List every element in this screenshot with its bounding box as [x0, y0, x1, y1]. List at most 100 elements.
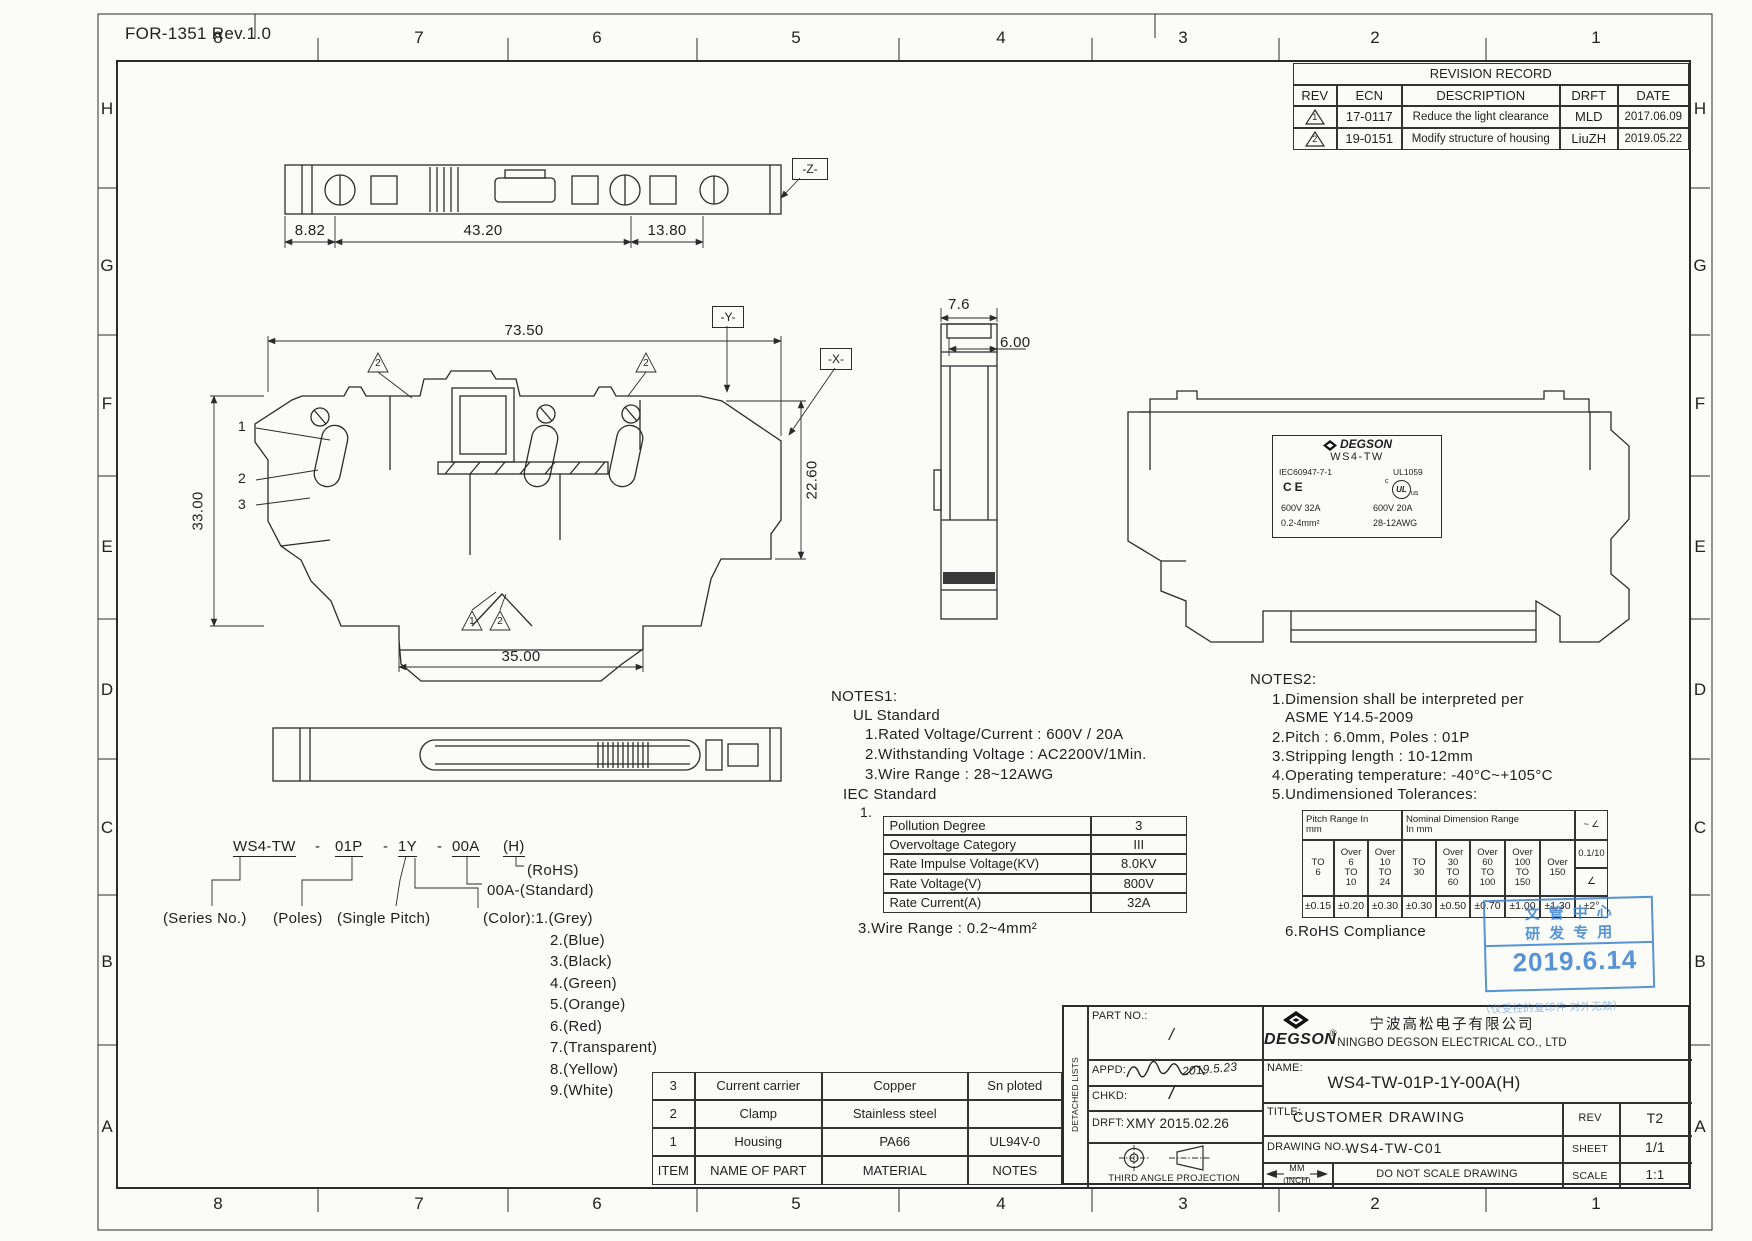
- scale-label: SCALE: [1572, 1170, 1608, 1182]
- revision-row-1-drft: MLD: [1559, 105, 1618, 128]
- zone-col-bot-4: 4: [996, 1194, 1006, 1213]
- zone-row-right-d: D: [1693, 680, 1707, 699]
- product-marking-label: DEGSON WS4-TW IEC60947-7-1 UL1059 CE c U…: [1272, 435, 1442, 538]
- zone-col-top-8: 8: [213, 28, 223, 47]
- revision-record-table: REVISION RECORD REV ECN DESCRIPTION DRFT…: [1292, 62, 1689, 150]
- datum-y-flag: -Y-: [712, 306, 744, 328]
- iec-row-current: Rate Current(A): [882, 892, 1091, 913]
- mat-row3-item: 3: [651, 1071, 695, 1100]
- part-code-rohs-label: (RoHS): [527, 862, 579, 879]
- iec-row-pollution: Pollution Degree: [882, 815, 1091, 835]
- appd-signature-icon: [1126, 1060, 1205, 1078]
- tolerance-table: Pitch Range In mm Nominal Dimension Rang…: [1302, 810, 1608, 918]
- mat-row1-mat: PA66: [821, 1127, 968, 1156]
- notes1-iec-heading: IEC Standard: [843, 786, 937, 803]
- mat-row3-name: Current carrier: [694, 1071, 822, 1100]
- zone-col-top-1: 1: [1591, 28, 1601, 47]
- tol-nom-val-2: ±0.50: [1436, 896, 1470, 918]
- title-value: CUSTOMER DRAWING: [1292, 1110, 1466, 1126]
- notes1-ul-heading: UL Standard: [853, 707, 940, 724]
- ul-mark-c: c: [1385, 478, 1389, 485]
- label-color: (Color):1.(Grey): [483, 910, 593, 927]
- dim-7-6: 7.6: [948, 296, 970, 313]
- zone-col-top-4: 4: [996, 28, 1006, 47]
- zone-row-left-g: G: [100, 256, 114, 275]
- drawing-no-label: DRAWING NO.:: [1267, 1141, 1348, 1153]
- color-option-4: 4.(Green): [550, 975, 617, 992]
- color-option-6: 6.(Red): [550, 1018, 603, 1035]
- notes1-iec-item-no: 1.: [860, 804, 873, 820]
- ul-mark-us: us: [1411, 490, 1419, 497]
- iec-row-impulse: Rate Impulse Voltage(KV): [882, 853, 1091, 874]
- no-scale-note: DO NOT SCALE DRAWING: [1376, 1168, 1518, 1180]
- profile-view-outline: [1127, 390, 1630, 643]
- notes1-title: NOTES1:: [831, 688, 898, 705]
- tol-angle-symbol: ∠: [1575, 868, 1608, 896]
- rev-flag-2a: 2: [375, 358, 381, 369]
- part-code-tree-lines: [211, 855, 524, 908]
- drft-label: DRFT:: [1092, 1117, 1125, 1129]
- ce-mark-icon: CE: [1283, 480, 1306, 494]
- sheet-value: 1/1: [1644, 1139, 1666, 1155]
- ul-mark-icon: UL: [1392, 480, 1411, 499]
- color-option-3: 3.(Black): [550, 953, 612, 970]
- iec-val-impulse: 8.0KV: [1090, 853, 1187, 874]
- form-number: FOR-1351 Rev.1.0: [125, 24, 272, 43]
- part-code-rohs: (H): [503, 838, 525, 857]
- appd-label: APPD:: [1092, 1064, 1127, 1076]
- zone-row-right-f: F: [1694, 394, 1706, 413]
- degson-diamond-icon: [1323, 440, 1337, 451]
- balloon-1: 1: [238, 418, 247, 434]
- notes2-line-4: 3.Stripping length : 10-12mm: [1272, 748, 1474, 765]
- color-option-9: 9.(White): [550, 1082, 614, 1099]
- stamp-date: 2019.6.14: [1512, 944, 1638, 978]
- zone-row-left-a: A: [101, 1117, 113, 1136]
- tol-flatness: 0.1/10: [1575, 840, 1608, 868]
- name-label: NAME:: [1267, 1062, 1303, 1074]
- tol-pitch-val-3: ±0.30: [1368, 896, 1402, 918]
- tol-pitch-col-3: Over 10 TO 24: [1368, 840, 1402, 896]
- iec-row-voltage: Rate Voltage(V): [882, 873, 1091, 893]
- zone-col-bot-8: 8: [213, 1194, 223, 1213]
- tol-nom-val-1: ±0.30: [1402, 896, 1436, 918]
- revision-row-1-ecn: 17-0117: [1336, 105, 1402, 128]
- degson-registered-mark: ®: [1330, 1028, 1337, 1038]
- dim-13-80: 13.80: [647, 222, 687, 239]
- zone-col-top-2: 2: [1370, 28, 1380, 47]
- rev-flag-2b: 2: [643, 358, 649, 369]
- units-mm: MM: [1289, 1163, 1305, 1173]
- mat-header-note: NOTES: [967, 1155, 1062, 1185]
- part-code-dash-1: -: [315, 838, 321, 855]
- revision-row-1-desc: Reduce the light clearance: [1401, 105, 1560, 128]
- mat-row2-item: 2: [651, 1099, 695, 1128]
- top-view-dims: [284, 177, 801, 248]
- zone-row-right-g: G: [1693, 256, 1707, 275]
- revision-title: REVISION RECORD: [1292, 62, 1689, 85]
- notes2-line-6: 5.Undimensioned Tolerances:: [1272, 786, 1478, 803]
- revision-row-1-flag: 1: [1292, 105, 1337, 128]
- notes2-rohs: 6.RoHS Compliance: [1285, 923, 1426, 940]
- iec-val-overvoltage: III: [1090, 834, 1187, 854]
- ul-mark-text: UL: [1396, 485, 1407, 494]
- drft-value: XMY 2015.02.26: [1126, 1116, 1230, 1131]
- dim-6-00: 6.00: [1000, 334, 1031, 351]
- datum-y-label: -Y-: [720, 310, 736, 324]
- zone-row-left-d: D: [100, 680, 114, 699]
- zone-row-right-c: C: [1693, 818, 1707, 837]
- part-code-poles: 01P: [335, 838, 363, 857]
- zone-row-left-e: E: [101, 537, 113, 556]
- zone-col-top-6: 6: [592, 28, 602, 47]
- color-option-7: 7.(Transparent): [550, 1039, 658, 1056]
- tol-nom-val-5: ±1.30: [1540, 896, 1575, 918]
- front-view-outline: [254, 370, 782, 682]
- tol-pitch-col-1: TO 6: [1302, 840, 1334, 896]
- notes2-line-1: 1.Dimension shall be interpreted per: [1272, 691, 1524, 708]
- marking-w1: 0.2-4mm²: [1281, 518, 1320, 528]
- revision-row-2-ecn: 19-0151: [1336, 127, 1402, 150]
- tol-nom-col-2: Over 30 TO 60: [1436, 840, 1470, 896]
- zone-row-left-b: B: [101, 952, 113, 971]
- datum-x-label: -X-: [828, 352, 844, 366]
- tol-pitch-header: Pitch Range In mm: [1302, 810, 1402, 840]
- dim-22-60: 22.60: [803, 460, 821, 500]
